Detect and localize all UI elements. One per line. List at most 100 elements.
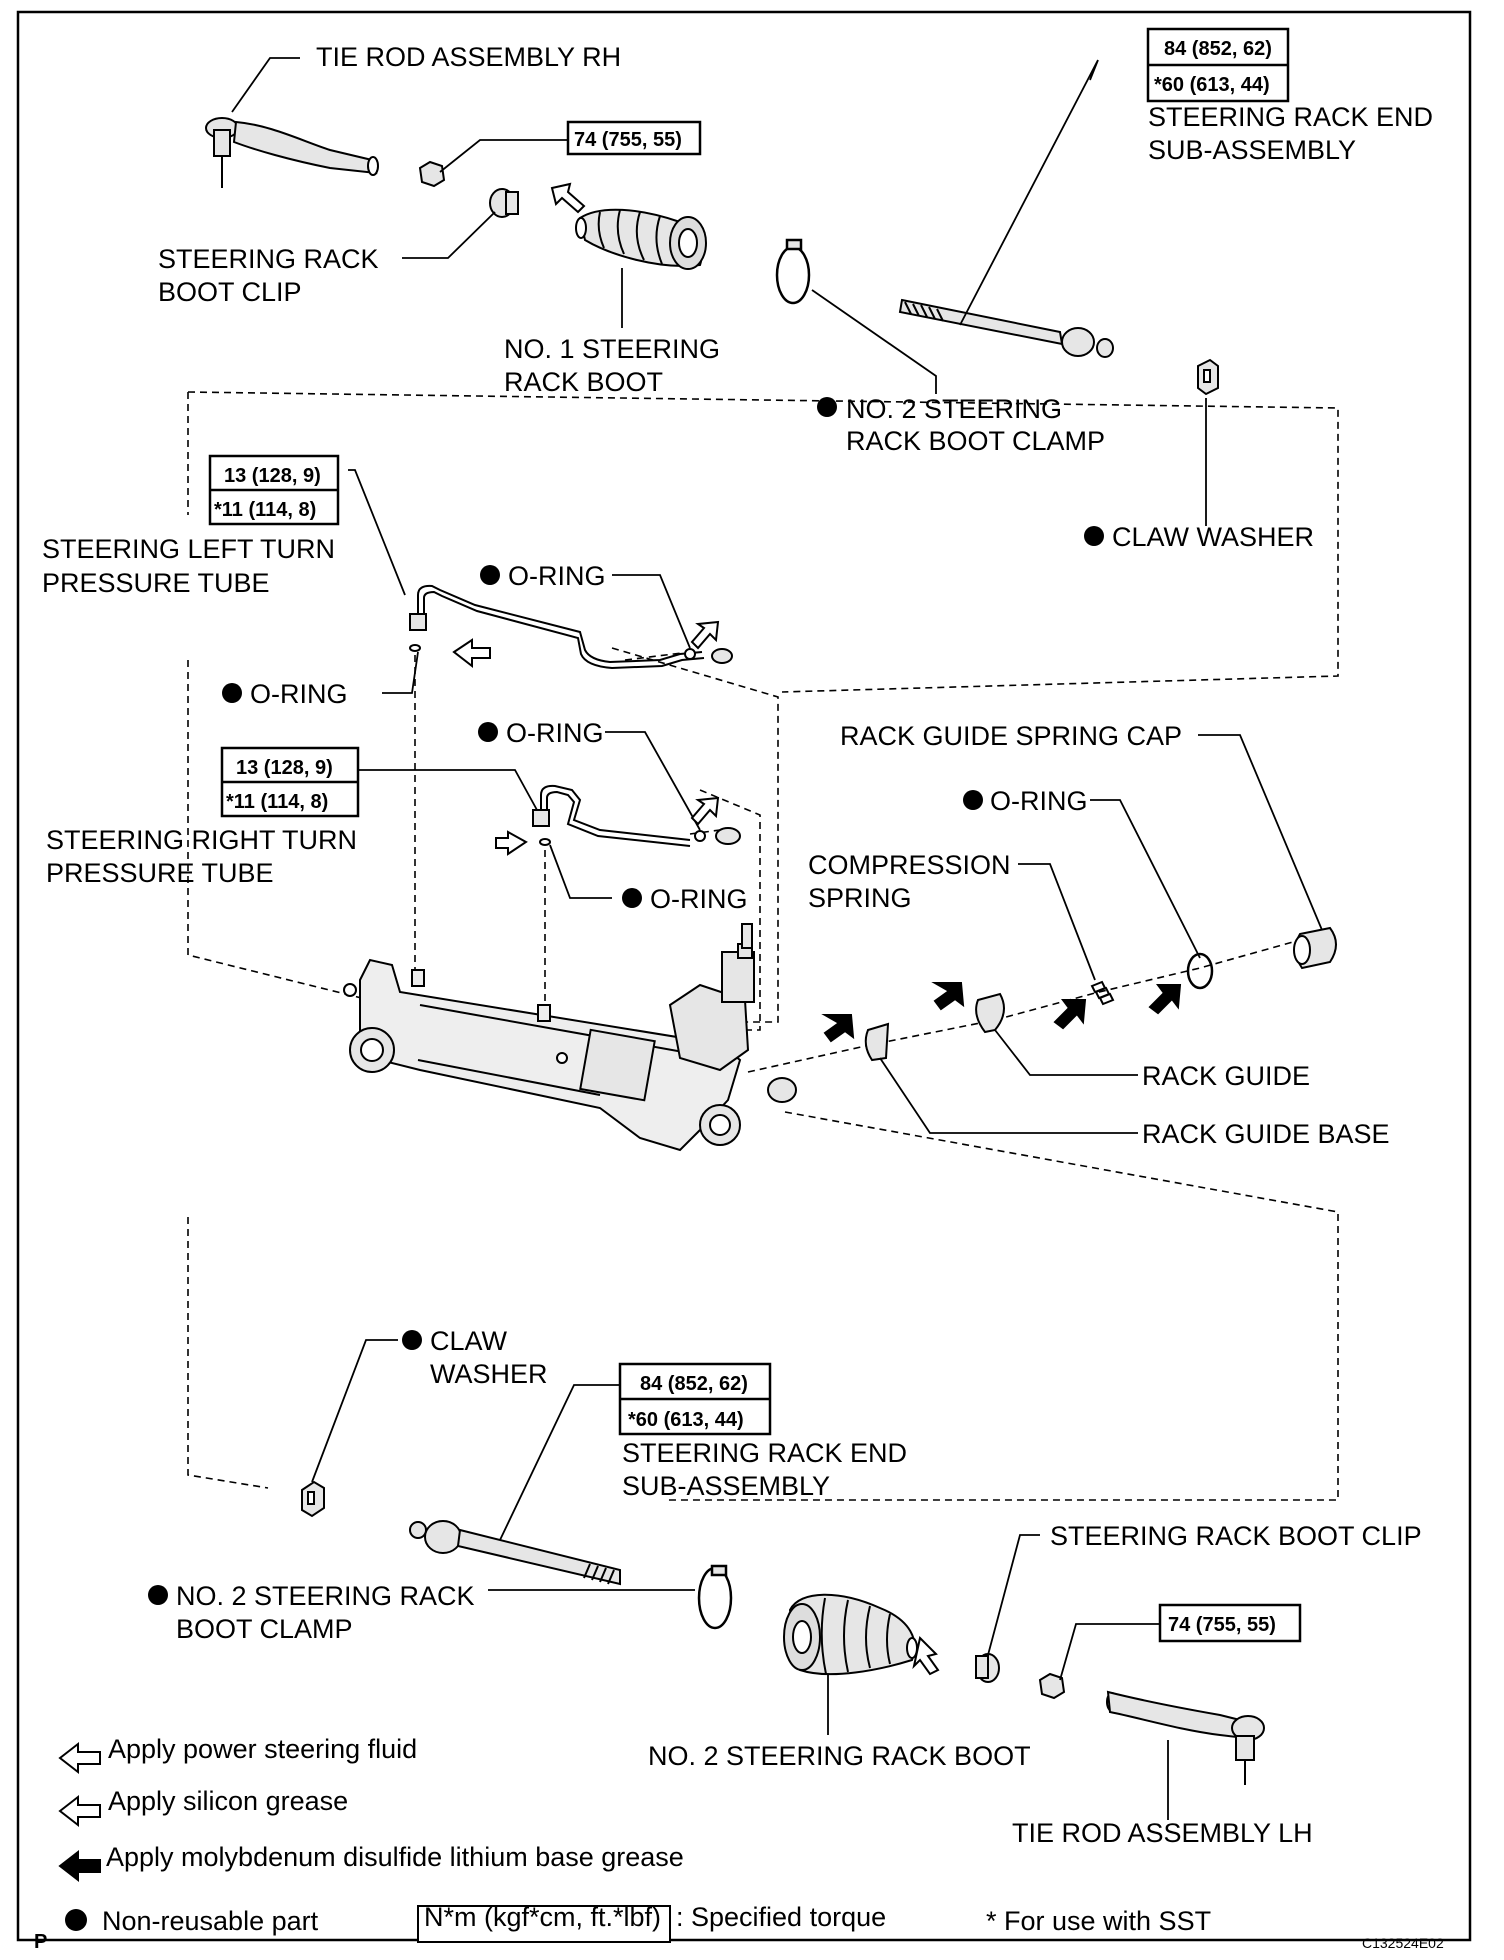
torque-rack-end-bottom: 84 (852, 62) bbox=[640, 1373, 748, 1395]
label-compression-1: COMPRESSION bbox=[808, 850, 1011, 880]
torque-nut-bottom: 74 (755, 55) bbox=[1168, 1614, 1276, 1636]
rack-end-top bbox=[898, 298, 1114, 358]
legend-sst: * For use with SST bbox=[986, 1906, 1211, 1936]
torque-right-tube-sst: *11 (114, 8) bbox=[226, 791, 328, 813]
non-reusable-dot-icon bbox=[480, 565, 500, 585]
label-boot-clip-top-1: STEERING RACK bbox=[158, 244, 379, 274]
leader-lines bbox=[231, 57, 1323, 1820]
label-claw-bottom-1: CLAW bbox=[430, 1326, 508, 1356]
rack-guide bbox=[975, 992, 1005, 1034]
label-oring-3: O-RING bbox=[506, 718, 604, 748]
torque-nut-top: 74 (755, 55) bbox=[574, 129, 682, 151]
tie-rod-lh bbox=[1106, 1690, 1265, 1785]
legend-silicon: Apply silicon grease bbox=[108, 1786, 348, 1816]
label-rack-guide: RACK GUIDE bbox=[1142, 1061, 1310, 1091]
torque-rack-end-bottom-sst: *60 (613, 44) bbox=[628, 1409, 744, 1431]
label-right-tube-2: PRESSURE TUBE bbox=[46, 858, 274, 888]
label-claw-top: CLAW WASHER bbox=[1112, 522, 1314, 552]
filled-arrow-icon bbox=[931, 982, 965, 1011]
label-boot-clip-bottom: STEERING RACK BOOT CLIP bbox=[1050, 1521, 1422, 1551]
rack-end-bottom bbox=[409, 1520, 621, 1586]
apply-arrows bbox=[452, 182, 1182, 1676]
label-tie-rod-lh: TIE ROD ASSEMBLY LH bbox=[1012, 1818, 1313, 1848]
non-reusable-dot-icon bbox=[1084, 526, 1104, 546]
filled-arrow-icon bbox=[821, 1014, 855, 1043]
open-arrow-icon bbox=[690, 796, 720, 826]
no1-steering-rack-boot bbox=[575, 208, 707, 270]
label-compression-2: SPRING bbox=[808, 883, 912, 913]
right-pressure-tube bbox=[532, 784, 741, 847]
torque-values: 74 (755, 55) 84 (852, 62) *60 (613, 44) … bbox=[214, 38, 1276, 1636]
no2-steering-rack-boot bbox=[783, 1593, 918, 1676]
tie-rod-rh bbox=[205, 117, 379, 188]
boot-clip-top bbox=[489, 188, 519, 218]
label-oring-4: O-RING bbox=[650, 884, 748, 914]
phantom-lines bbox=[187, 391, 1339, 1501]
oring-guide bbox=[1186, 952, 1214, 990]
label-clamp-top-1: NO. 2 STEERING bbox=[846, 394, 1062, 424]
label-rack-end-bottom-1: STEERING RACK END bbox=[622, 1438, 907, 1468]
open-arrow-icon bbox=[912, 1635, 940, 1676]
part-labels: TIE ROD ASSEMBLY RH STEERING RACK BOOT C… bbox=[42, 42, 1433, 1848]
label-left-tube-1: STEERING LEFT TURN bbox=[42, 534, 335, 564]
legend-torque-desc: : Specified torque bbox=[676, 1902, 886, 1932]
label-rack-end-top-1: STEERING RACK END bbox=[1148, 102, 1433, 132]
legend-fluid: Apply power steering fluid bbox=[108, 1734, 417, 1764]
non-reusable-dot-icon bbox=[222, 683, 242, 703]
open-arrow-icon bbox=[58, 1741, 101, 1775]
label-rack-end-top-2: SUB-ASSEMBLY bbox=[1148, 135, 1356, 165]
label-right-tube-1: STEERING RIGHT TURN bbox=[46, 825, 357, 855]
label-clamp-bottom-1: NO. 2 STEERING RACK bbox=[176, 1581, 475, 1611]
legend: Apply power steering fluid Apply silicon… bbox=[58, 1734, 1211, 1936]
label-clamp-bottom-2: BOOT CLAMP bbox=[176, 1614, 353, 1644]
label-spring-cap: RACK GUIDE SPRING CAP bbox=[840, 721, 1182, 751]
label-oring-1: O-RING bbox=[508, 561, 606, 591]
legend-torque-unit: N*m (kgf*cm, ft.*lbf) bbox=[424, 1902, 661, 1932]
claw-washer-top bbox=[1197, 358, 1219, 396]
non-reusable-dot-icon bbox=[65, 1909, 87, 1931]
non-reusable-dots bbox=[148, 397, 1104, 1605]
torque-rack-end-top: 84 (852, 62) bbox=[1164, 38, 1272, 60]
filled-arrow-icon bbox=[1148, 984, 1182, 1015]
non-reusable-dot-icon bbox=[963, 790, 983, 810]
non-reusable-dot-icon bbox=[402, 1330, 422, 1350]
open-arrow-icon bbox=[495, 830, 528, 856]
label-boot1-2: RACK BOOT bbox=[504, 367, 663, 397]
page-letter: P bbox=[34, 1931, 47, 1953]
label-tie-rod-rh: TIE ROD ASSEMBLY RH bbox=[316, 42, 621, 72]
boot-clip-bottom bbox=[975, 1653, 1000, 1683]
torque-left-tube-sst: *11 (114, 8) bbox=[214, 499, 316, 521]
torque-left-tube: 13 (128, 9) bbox=[224, 465, 321, 487]
open-arrow-icon bbox=[690, 620, 720, 650]
label-clamp-top-2: RACK BOOT CLAMP bbox=[846, 426, 1105, 456]
figure-code: C132524E02 bbox=[1362, 1935, 1444, 1951]
no2-clamp-bottom bbox=[697, 1564, 733, 1630]
torque-boxes bbox=[208, 27, 1302, 1943]
diagram-border bbox=[16, 10, 1472, 1942]
compression-spring bbox=[1090, 980, 1115, 1006]
label-boot1-1: NO. 1 STEERING bbox=[504, 334, 720, 364]
rack-guide-parts bbox=[864, 926, 1337, 1062]
left-pressure-tube bbox=[409, 584, 733, 670]
nut-bottom bbox=[1038, 1672, 1066, 1700]
torque-rack-end-top-sst: *60 (613, 44) bbox=[1154, 74, 1270, 96]
open-arrow-icon bbox=[550, 182, 586, 214]
label-rack-end-bottom-2: SUB-ASSEMBLY bbox=[622, 1471, 830, 1501]
non-reusable-dot-icon bbox=[148, 1585, 168, 1605]
filled-arrow-icon bbox=[58, 1849, 101, 1883]
non-reusable-dot-icon bbox=[478, 722, 498, 742]
label-boot2: NO. 2 STEERING RACK BOOT bbox=[648, 1741, 1031, 1771]
claw-washer-bottom bbox=[301, 1480, 325, 1518]
rack-guide-base bbox=[864, 1022, 890, 1062]
non-reusable-dot-icon bbox=[817, 397, 837, 417]
legend-nonreusable: Non-reusable part bbox=[102, 1906, 319, 1936]
nut-top bbox=[418, 160, 446, 188]
no2-clamp-top bbox=[775, 238, 811, 305]
torque-right-tube: 13 (128, 9) bbox=[236, 757, 333, 779]
open-arrow-icon bbox=[452, 638, 491, 669]
non-reusable-dot-icon bbox=[622, 888, 642, 908]
label-left-tube-2: PRESSURE TUBE bbox=[42, 568, 270, 598]
open-arrow-icon bbox=[58, 1794, 101, 1828]
label-oring-2: O-RING bbox=[250, 679, 348, 709]
